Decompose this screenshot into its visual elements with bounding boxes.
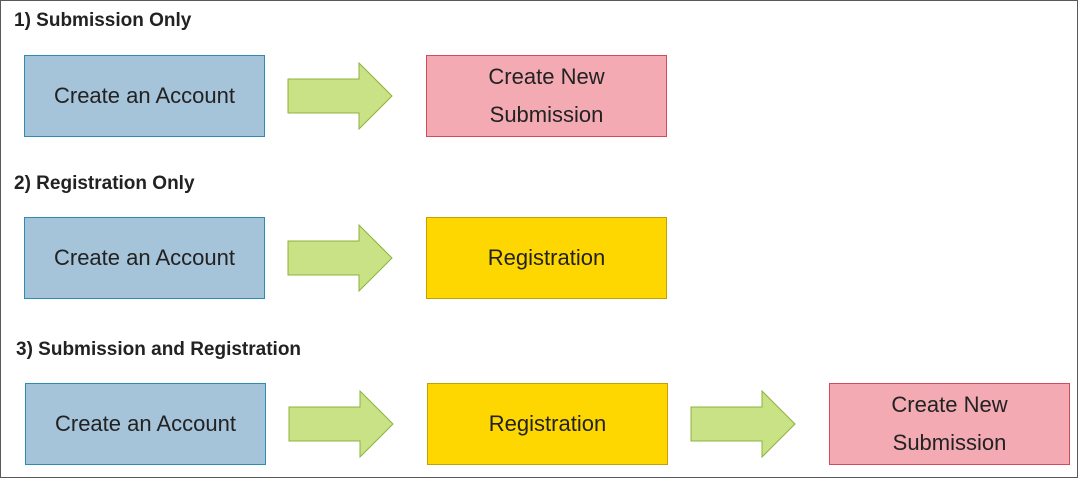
section-1-create-submission-box: Create New Submission <box>426 55 667 137</box>
section-2-arrow-icon <box>287 224 393 292</box>
section-2-registration-box: Registration <box>426 217 667 299</box>
section-3-create-submission-box: Create New Submission <box>829 383 1070 465</box>
section-3-registration-label: Registration <box>488 411 607 436</box>
section-2-title: 2) Registration Only <box>14 173 195 194</box>
section-1-arrow-icon <box>287 62 393 130</box>
section-1-create-account-box: Create an Account <box>24 55 265 137</box>
section-1-title: 1) Submission Only <box>14 10 192 31</box>
section-1-create-submission-label: Create New Submission <box>488 64 605 127</box>
section-3-title: 3) Submission and Registration <box>16 339 302 360</box>
section-1-create-account-label: Create an Account <box>53 83 235 108</box>
section-3-registration-box: Registration <box>427 383 668 465</box>
section-2-create-account-label: Create an Account <box>53 245 235 270</box>
section-3-arrow-1-icon <box>288 390 394 458</box>
section-2-registration-label: Registration <box>487 245 606 270</box>
section-3-create-account-label: Create an Account <box>54 411 236 436</box>
section-3-arrow-2-icon <box>690 390 796 458</box>
section-3-create-submission-label: Create New Submission <box>891 392 1008 455</box>
section-2-create-account-box: Create an Account <box>24 217 265 299</box>
section-3-create-account-box: Create an Account <box>25 383 266 465</box>
